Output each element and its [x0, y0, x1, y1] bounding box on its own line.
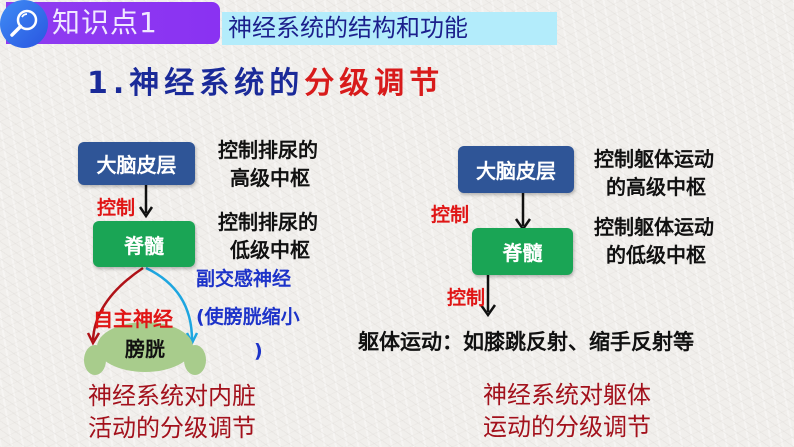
left-middle-note: 控制排尿的 低级中枢 [218, 208, 318, 264]
caption-line: 神经系统对躯体 [483, 381, 651, 409]
note-line: 低级中枢 [230, 238, 310, 262]
body-movement-examples: 躯体运动：如膝跳反射、缩手反射等 [358, 330, 694, 354]
parasympathetic-note: 副交感神经 (使膀胱缩小 ) [196, 265, 300, 365]
right-spinal-cord-box: 脊髓 [472, 228, 573, 275]
section-title-highlight: 分级调节 [304, 66, 445, 101]
magnifier-icon [0, 0, 48, 48]
note-line: 高级中枢 [230, 166, 310, 190]
note-line: 控制排尿的 [218, 138, 318, 162]
right-top-note: 控制躯体运动 的高级中枢 [594, 145, 714, 201]
left-control-label: 控制 [97, 197, 136, 219]
note-line: 控制躯体运动 [594, 215, 714, 239]
topic-bar [222, 12, 557, 45]
section-title: 1.神经系统的分级调节 [87, 64, 444, 104]
caption-line: 活动的分级调节 [88, 414, 256, 442]
bladder-ellipse: 膀胱 [97, 322, 193, 372]
note-line: 的高级中枢 [606, 175, 706, 199]
note-line: 控制排尿的 [218, 210, 318, 234]
right-caption: 神经系统对躯体 运动的分级调节 [483, 379, 651, 443]
right-control-label-2: 控制 [447, 287, 486, 309]
left-caption: 神经系统对内脏 活动的分级调节 [88, 380, 256, 444]
left-spinal-cord-box: 脊髓 [93, 221, 195, 267]
topic-title: 神经系统的结构和功能 [228, 14, 468, 42]
caption-line: 神经系统对内脏 [88, 382, 256, 410]
section-title-prefix: 1.神经系统的 [87, 66, 305, 101]
left-top-note: 控制排尿的 高级中枢 [218, 136, 318, 192]
note-line: ) [254, 340, 263, 362]
caption-line: 运动的分级调节 [483, 413, 651, 441]
knowledge-point-label: 知识点1 [52, 6, 158, 39]
note-line: 副交感神经 [196, 268, 292, 290]
autonomic-nerve-label: 自主神经 [93, 307, 173, 331]
right-cerebral-cortex-box: 大脑皮层 [458, 146, 574, 193]
right-middle-note: 控制躯体运动 的低级中枢 [594, 213, 714, 269]
note-line: 控制躯体运动 [594, 147, 714, 171]
note-line: 的低级中枢 [606, 243, 706, 267]
bladder-label: 膀胱 [125, 336, 165, 361]
right-control-label-1: 控制 [431, 204, 470, 226]
left-cerebral-cortex-box: 大脑皮层 [78, 142, 195, 185]
note-line: (使膀胱缩小 [196, 306, 300, 328]
